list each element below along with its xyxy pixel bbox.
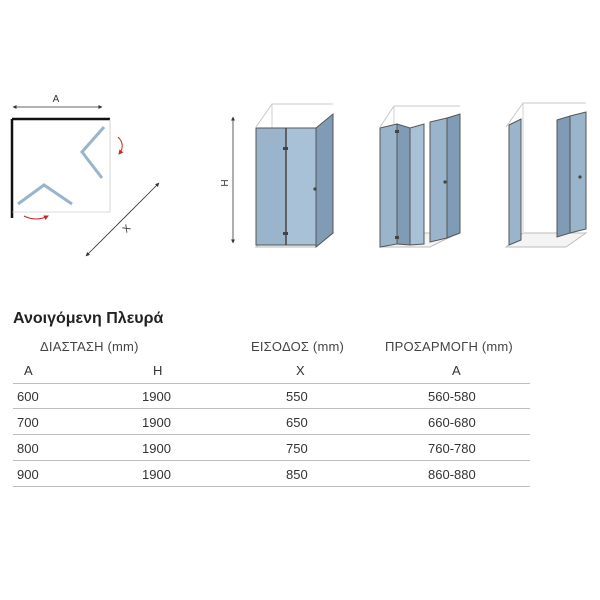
column-header-fit-a: A	[452, 363, 461, 378]
plan-entry-label: X	[121, 223, 134, 236]
table-divider	[13, 383, 530, 384]
side-glass-panel	[315, 112, 334, 249]
front-glass-panel-left	[255, 127, 287, 246]
group-fit-header: ΠΡΟΣΑΡΜΟΓΗ (mm)	[385, 339, 513, 354]
table-cell-fit: 560-580	[428, 389, 476, 404]
height-label: H	[220, 179, 231, 186]
table-cell-width: 800	[17, 441, 39, 456]
table-divider	[13, 434, 530, 435]
table-cell-entry: 550	[286, 389, 308, 404]
left-folded-panel	[508, 118, 522, 246]
hinge-bottom	[283, 232, 288, 235]
table-cell-entry: 850	[286, 467, 308, 482]
column-header-x: X	[296, 363, 305, 378]
shower-closed-view: H	[220, 103, 335, 249]
side-folding-door	[80, 126, 106, 179]
table-cell-width: 600	[17, 389, 39, 404]
table-cell-fit: 760-780	[428, 441, 476, 456]
table-cell-width: 700	[17, 415, 39, 430]
table-cell-fit: 860-880	[428, 467, 476, 482]
front-folding-door	[17, 183, 73, 206]
door-knob	[313, 187, 317, 191]
right-door-panel-b	[569, 111, 587, 234]
front-door-rotation-arrow	[23, 215, 49, 221]
table-cell-height: 1900	[142, 415, 171, 430]
column-header-a: A	[24, 363, 33, 378]
front-panel-b	[396, 123, 411, 246]
front-glass-panel-right	[285, 127, 317, 246]
table-divider	[13, 460, 530, 461]
table-cell-entry: 750	[286, 441, 308, 456]
table-cell-fit: 660-680	[428, 415, 476, 430]
table-divider	[13, 486, 530, 487]
floor-plan: A X	[10, 94, 160, 257]
section-title: Ανοιγόμενη Πλευρά	[13, 310, 164, 327]
table-cell-entry: 650	[286, 415, 308, 430]
table-cell-width: 900	[17, 467, 39, 482]
plan-width-label: A	[53, 94, 60, 105]
shower-diagrams: A X H	[10, 94, 588, 257]
table-divider	[13, 408, 530, 409]
entry-dimension-line	[85, 182, 160, 257]
side-panel-b	[446, 113, 461, 239]
group-entry-header: ΕΙΣΟΔΟΣ (mm)	[251, 339, 345, 354]
front-panel-c	[409, 123, 425, 246]
table-cell-height: 1900	[142, 441, 171, 456]
shower-open-view	[504, 102, 588, 248]
shower-folding-view	[378, 105, 461, 248]
front-panel-a	[379, 123, 398, 248]
group-dimensions-header: ΔΙΑΣΤΑΣΗ (mm)	[40, 339, 139, 354]
side-panel-a	[429, 117, 448, 243]
right-door-panel-a	[556, 115, 571, 238]
column-header-h: H	[153, 363, 163, 378]
table-cell-height: 1900	[142, 467, 171, 482]
table-cell-height: 1900	[142, 389, 171, 404]
side-door-rotation-arrow	[117, 136, 124, 155]
hinge-top	[283, 147, 288, 150]
